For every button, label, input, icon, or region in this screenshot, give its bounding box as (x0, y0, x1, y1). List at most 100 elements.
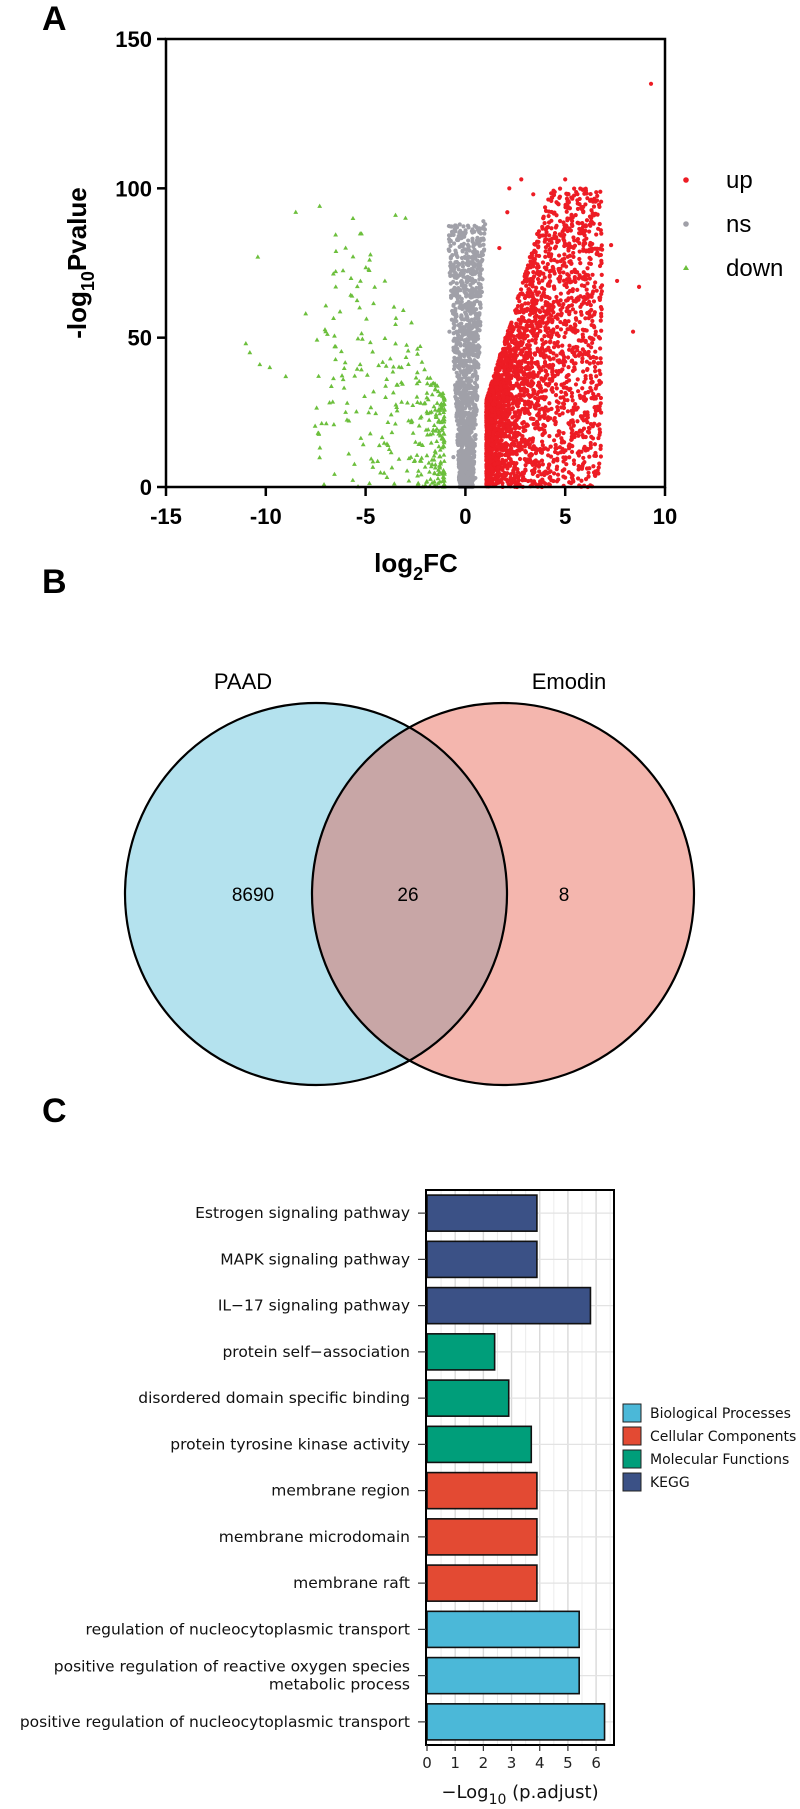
volcano-point-ns (471, 269, 476, 275)
volcano-point-up (546, 197, 551, 202)
volcano-point-down (433, 412, 439, 417)
volcano-point-down (354, 409, 359, 414)
volcano-point-up (565, 386, 570, 391)
volcano-point-down (417, 458, 423, 463)
volcano-point-up (545, 307, 550, 313)
volcano-point-up (522, 274, 527, 279)
volcano-point-up (488, 396, 494, 401)
volcano-point-ns (461, 414, 466, 419)
volcano-point-down (371, 389, 376, 394)
volcano-point-up (506, 400, 511, 405)
volcano-point-up (591, 299, 597, 304)
volcano-point-up (529, 364, 535, 370)
volcano-point-down (350, 215, 356, 221)
volcano-point-ns (466, 300, 471, 306)
volcano-point-up (614, 278, 620, 284)
volcano-point-up (569, 394, 574, 399)
volcano-point-down (333, 248, 339, 254)
volcano-point-up (555, 408, 561, 413)
volcano-point-down (440, 477, 446, 482)
volcano-point-up (519, 343, 524, 348)
volcano-point-up (553, 422, 558, 427)
volcano-point-ns (458, 343, 463, 348)
volcano-point-ns (470, 331, 475, 336)
volcano-point-up (545, 447, 551, 452)
volcano-point-up (571, 193, 577, 198)
volcano-point-up (599, 243, 604, 248)
volcano-point-ns (465, 262, 470, 267)
volcano-point-ns (449, 229, 455, 234)
volcano-point-up (576, 276, 581, 281)
volcano-point-up (577, 352, 582, 357)
volcano-point-up (547, 273, 552, 278)
volcano-point-ns (461, 389, 466, 394)
volcano-point-up (497, 357, 502, 362)
volcano-point-up (526, 339, 531, 344)
volcano-point-up (648, 81, 654, 86)
volcano-point-down (376, 442, 382, 448)
volcano-point-up (591, 289, 596, 294)
volcano-point-up (557, 302, 562, 307)
volcano-point-up (544, 237, 549, 242)
volcano-point-ns (459, 456, 464, 461)
volcano-point-up (530, 282, 535, 287)
volcano-point-down (438, 404, 444, 409)
volcano-point-up (517, 445, 522, 450)
volcano-point-ns (452, 265, 457, 270)
volcano-point-up (564, 196, 570, 201)
volcano-point-up (558, 319, 563, 325)
volcano-point-down (428, 440, 434, 445)
volcano-point-down (439, 470, 445, 475)
volcano-point-up (495, 391, 501, 396)
volcano-point-down (405, 400, 410, 405)
volcano-point-down (386, 446, 392, 451)
volcano-point-down (359, 336, 365, 341)
volcano-point-up (540, 305, 545, 310)
volcano-point-up (591, 470, 597, 475)
volcano-point-up (542, 205, 548, 210)
volcano-point-up (597, 204, 602, 210)
volcano-point-up (598, 295, 603, 300)
volcano-point-down (400, 307, 406, 312)
volcano-point-ns (469, 348, 474, 353)
volcano-point-up (596, 471, 601, 476)
volcano-point-up (530, 338, 535, 343)
bar-x-tick-label: 2 (479, 1754, 489, 1772)
volcano-point-up (562, 397, 568, 403)
volcano-point-up (598, 356, 603, 361)
volcano-point-up (557, 186, 563, 191)
volcano-point-up (542, 287, 547, 292)
volcano-point-up (570, 477, 575, 482)
volcano-point-up (516, 383, 522, 388)
volcano-point-ns (464, 294, 469, 299)
volcano-point-up (574, 296, 579, 301)
bar-x-tick-label: 5 (563, 1754, 573, 1772)
volcano-point-down (433, 462, 438, 467)
volcano-point-ns (462, 371, 467, 376)
volcano-point-up (560, 352, 566, 357)
volcano-point-down (319, 420, 325, 426)
volcano-point-up (527, 347, 532, 352)
volcano-point-up (492, 424, 497, 429)
volcano-point-up (581, 397, 586, 402)
volcano-point-up (587, 361, 592, 366)
volcano-point-up (593, 408, 599, 414)
bar (426, 1610, 580, 1649)
volcano-point-down (352, 461, 357, 466)
volcano-point-up (554, 314, 559, 319)
volcano-point-ns (454, 250, 459, 255)
volcano-point-up (527, 318, 532, 323)
volcano-point-up (525, 364, 531, 369)
volcano-point-up (576, 389, 581, 394)
volcano-point-up (599, 328, 604, 333)
volcano-point-up (590, 379, 595, 385)
volcano-point-up (533, 458, 538, 463)
volcano-point-up (584, 466, 590, 471)
volcano-point-up (580, 221, 585, 226)
volcano-point-up (495, 431, 500, 436)
volcano-point-down (340, 268, 346, 273)
volcano-point-down (348, 292, 354, 297)
volcano-point-ns (470, 390, 475, 395)
volcano-point-up (570, 428, 575, 433)
legend-swatch-cellular_components (622, 1426, 642, 1446)
